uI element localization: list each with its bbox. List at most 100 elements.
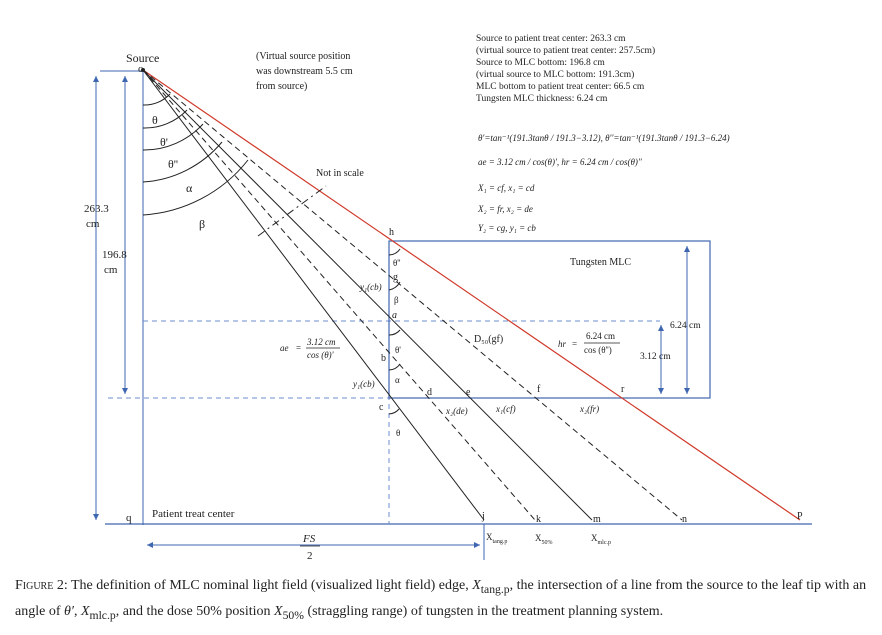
angle-theta-pp-mlc: θ'' <box>393 258 401 268</box>
point-b: b <box>381 353 386 364</box>
arc-theta-p-mlc <box>388 329 401 336</box>
caption-x-tang-sub: tang.p <box>480 582 510 596</box>
info-line: MLC bottom to patient treat center: 66.5… <box>476 82 645 92</box>
info-line: (virtual source to MLC bottom: 191.3cm) <box>476 69 634 80</box>
arc-theta-pp <box>142 123 204 151</box>
x-mlc-main: X <box>591 533 598 543</box>
ray-red <box>142 69 801 521</box>
info-line: Tungsten MLC thickness: 6.24 cm <box>476 94 608 104</box>
caption-text-4: , and the dose 50% position <box>115 603 274 619</box>
angle-theta: θ <box>152 113 158 127</box>
caption-text-1: The definition of MLC nominal light fiel… <box>67 578 473 593</box>
arc-beta-mlc <box>388 281 401 291</box>
caption-x-tang: X <box>472 578 481 593</box>
y1-cb-lower: y₁(cb) <box>352 379 375 389</box>
ae-equals: = <box>296 343 301 353</box>
ae-formula: ae = 3.12 cm / cos(θ)', hr = 6.24 cm / c… <box>478 157 643 167</box>
info-line: (virtual source to patient treat center:… <box>476 45 655 56</box>
caption-text-3: , <box>73 603 81 619</box>
point-a: a <box>392 310 397 321</box>
ray-mlc <box>142 69 593 521</box>
x2-formula: X₂ = fr, x₂ = de <box>477 204 533 214</box>
angle-alpha: α <box>186 181 193 195</box>
info-block: Source to patient treat center: 263.3 cm… <box>476 34 655 104</box>
x2-de-label: x₂(de) <box>445 406 468 416</box>
arc-theta-prime <box>142 109 188 129</box>
ray-50 <box>142 69 536 521</box>
angle-beta: β <box>199 217 205 231</box>
source-point <box>141 68 145 72</box>
info-line: Source to MLC bottom: 196.8 cm <box>476 58 605 68</box>
x2-fr-label: x₂(fr) <box>579 404 599 414</box>
dim-263-unit: cm <box>86 218 100 230</box>
figure-caption: Figure 2: The definition of MLC nominal … <box>15 575 875 627</box>
angle-theta-p-mlc: θ' <box>395 345 401 355</box>
caption-figure-label: Figure 2: <box>15 578 68 593</box>
x1-formula: X₁ = cf, x₁ = cd <box>477 183 535 193</box>
x-mlc-label: Xmlc.p <box>591 533 611 546</box>
point-f: f <box>537 384 541 395</box>
arc-alpha <box>142 141 223 183</box>
point-j: j <box>481 511 485 522</box>
point-d: d <box>427 387 432 398</box>
angle-theta-pp: θ'' <box>168 157 178 171</box>
not-in-scale-label: Not in scale <box>316 168 364 179</box>
point-h: h <box>389 227 394 238</box>
d50-label: D₅₀(gf) <box>474 334 503 345</box>
tungsten-mlc-box <box>388 240 711 399</box>
ae-den: cos (θ)' <box>307 350 335 360</box>
point-n: n <box>682 514 687 525</box>
caption-text-2: , the intersection of a line from the so… <box>15 578 867 619</box>
caption-text-5: (straggling range) of tungsten in the tr… <box>303 603 664 619</box>
mlc-312-label: 3.12 cm <box>640 352 671 362</box>
arc-theta-pp-mlc <box>388 248 401 256</box>
source-label: Source <box>126 51 159 65</box>
hr-num: 6.24 cm <box>586 331 615 341</box>
dim-196-unit: cm <box>104 264 118 276</box>
x-tang-sub: tang.p <box>493 539 508 545</box>
x-50-sub: 50% <box>542 540 553 546</box>
virtual-note-2: was downstream 5.5 cm <box>256 66 353 77</box>
dim-196-value: 196.8 <box>102 249 127 261</box>
patient-treat-center-label: Patient treat center <box>152 508 235 520</box>
y1-cb-upper: y₁(cb) <box>359 282 382 292</box>
virtual-note-3: from source) <box>256 81 307 92</box>
arc-theta-low <box>388 408 400 415</box>
fs-denominator: 2 <box>307 550 313 562</box>
point-c: c <box>379 402 384 413</box>
x-50-label: X50% <box>535 533 553 546</box>
tungsten-mlc-label: Tungsten MLC <box>570 257 631 268</box>
mlc-624-label: 6.24 cm <box>670 321 701 331</box>
dim-263-value: 263.3 <box>84 203 109 215</box>
x1-cf-label: x₁(cf) <box>495 404 516 414</box>
theta-formula: θ'=tan⁻¹(191.3tanθ / 191.3−3.12), θ''=ta… <box>478 133 730 143</box>
info-line: Source to patient treat center: 263.3 cm <box>476 34 626 44</box>
not-in-scale-break <box>257 185 327 237</box>
hr-equals: = <box>572 339 577 349</box>
hr-den: cos (θ'') <box>584 345 612 355</box>
point-k: k <box>536 514 541 525</box>
virtual-note-1: (Virtual source position <box>256 51 350 62</box>
point-e: e <box>466 387 471 398</box>
caption-x-50: X <box>274 603 283 619</box>
caption-x-mlc: X <box>80 603 90 619</box>
fs-numerator: FS <box>302 533 316 545</box>
angle-beta-mlc: β <box>394 295 399 305</box>
angle-alpha-mlc: α <box>395 375 400 385</box>
x-tang-main: X <box>486 532 493 542</box>
formula-block: θ'=tan⁻¹(191.3tanθ / 191.3−3.12), θ''=ta… <box>477 133 730 233</box>
ray-tang <box>142 69 485 521</box>
angle-theta-low: θ <box>396 428 400 438</box>
point-g: g <box>393 272 398 283</box>
arc-theta <box>142 93 171 106</box>
x-mlc-sub: mlc.p <box>598 540 612 546</box>
ae-num: 3.12 cm <box>306 337 336 347</box>
ray-n <box>142 69 683 521</box>
ae-label: ae <box>280 343 289 353</box>
x-50-main: X <box>535 533 542 543</box>
point-m: m <box>593 514 601 525</box>
hr-label: hr <box>558 339 567 349</box>
point-o: o <box>138 63 144 75</box>
angle-theta-prime: θ' <box>160 135 168 149</box>
